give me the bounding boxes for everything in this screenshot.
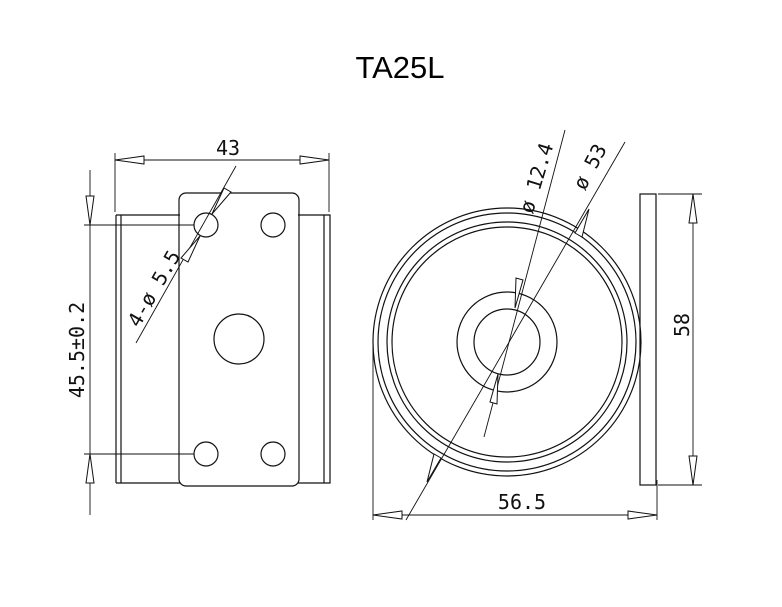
dimension-label: ø 53 [568, 140, 612, 194]
bore [473, 308, 541, 376]
wheel-outer [372, 207, 642, 477]
dimension-56-5: 56.5 [372, 340, 658, 520]
mounting-hole [193, 441, 219, 467]
dimension-label: 4-ø 5.5 [122, 246, 185, 331]
wheel-edge [639, 193, 657, 486]
mounting-hole [260, 212, 286, 238]
edge-view: 58 [639, 193, 702, 486]
drawing-title: TA25L [355, 50, 444, 85]
side-view: 43 45.5±0.2 4-ø 5.5 [65, 136, 331, 515]
dimension-label: ø 12.4 [514, 140, 558, 216]
dimension-label: 43 [216, 136, 240, 160]
dimension-label: 45.5±0.2 [65, 302, 89, 398]
flange-plate [178, 192, 300, 487]
dimension-bore: ø 12.4 [483, 129, 566, 438]
hub [456, 291, 558, 393]
dimension-45-5: 45.5±0.2 [65, 170, 194, 515]
dimension-label: 58 [670, 313, 694, 337]
front-view: ø 12.4 ø 53 56.5 [372, 129, 658, 521]
mounting-hole [260, 441, 286, 467]
dimension-label: 56.5 [498, 490, 546, 514]
center-boss [213, 313, 265, 365]
dimension-outer: ø 53 [405, 140, 626, 521]
dimension-58: 58 [658, 193, 702, 486]
dimension-43: 43 [114, 136, 330, 212]
